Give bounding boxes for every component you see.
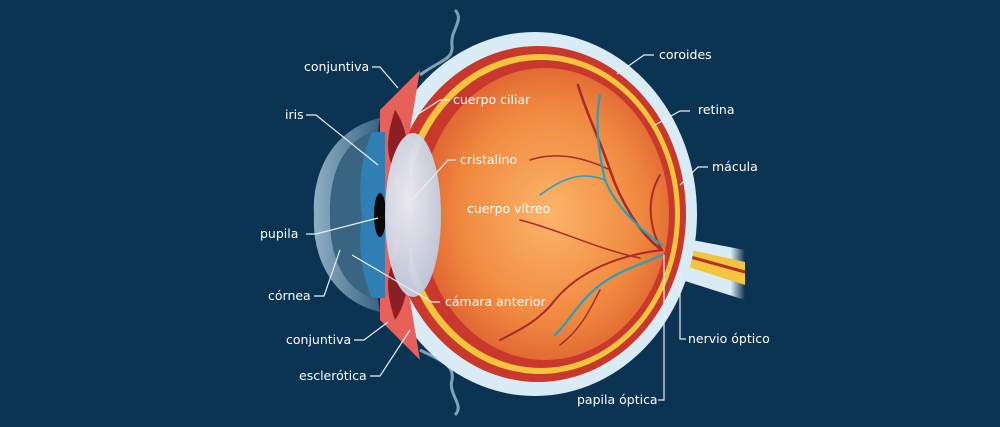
label-conjuntiva-bottom: conjuntiva xyxy=(286,332,351,347)
vitreous-body xyxy=(421,68,669,360)
conjunctiva-top-line xyxy=(419,8,460,77)
retinal-vessels xyxy=(499,83,664,346)
label-iris: iris xyxy=(285,107,304,122)
lens xyxy=(385,133,441,297)
label-macula: mácula xyxy=(712,159,758,174)
label-nervio-optico: nervio óptico xyxy=(688,331,770,346)
label-cuerpo-ciliar: cuerpo ciliar xyxy=(453,92,531,107)
cornea xyxy=(313,118,380,312)
label-cuerpo-vitreo: cuerpo vítreo xyxy=(467,201,550,216)
label-esclerotica: esclerótica xyxy=(299,368,367,383)
iris xyxy=(360,132,385,298)
label-pupila: pupila xyxy=(260,226,298,241)
label-conjuntiva-top: conjuntiva xyxy=(304,59,369,74)
label-retina: retina xyxy=(698,102,735,117)
pupil xyxy=(374,193,386,237)
label-cornea: córnea xyxy=(268,288,311,303)
label-camara-anterior: cámara anterior xyxy=(445,294,547,309)
label-coroides: coroides xyxy=(659,47,712,62)
leader-lines xyxy=(306,54,708,401)
label-papila-optica: papila óptica xyxy=(577,392,658,407)
label-cristalino: cristalino xyxy=(460,152,517,167)
